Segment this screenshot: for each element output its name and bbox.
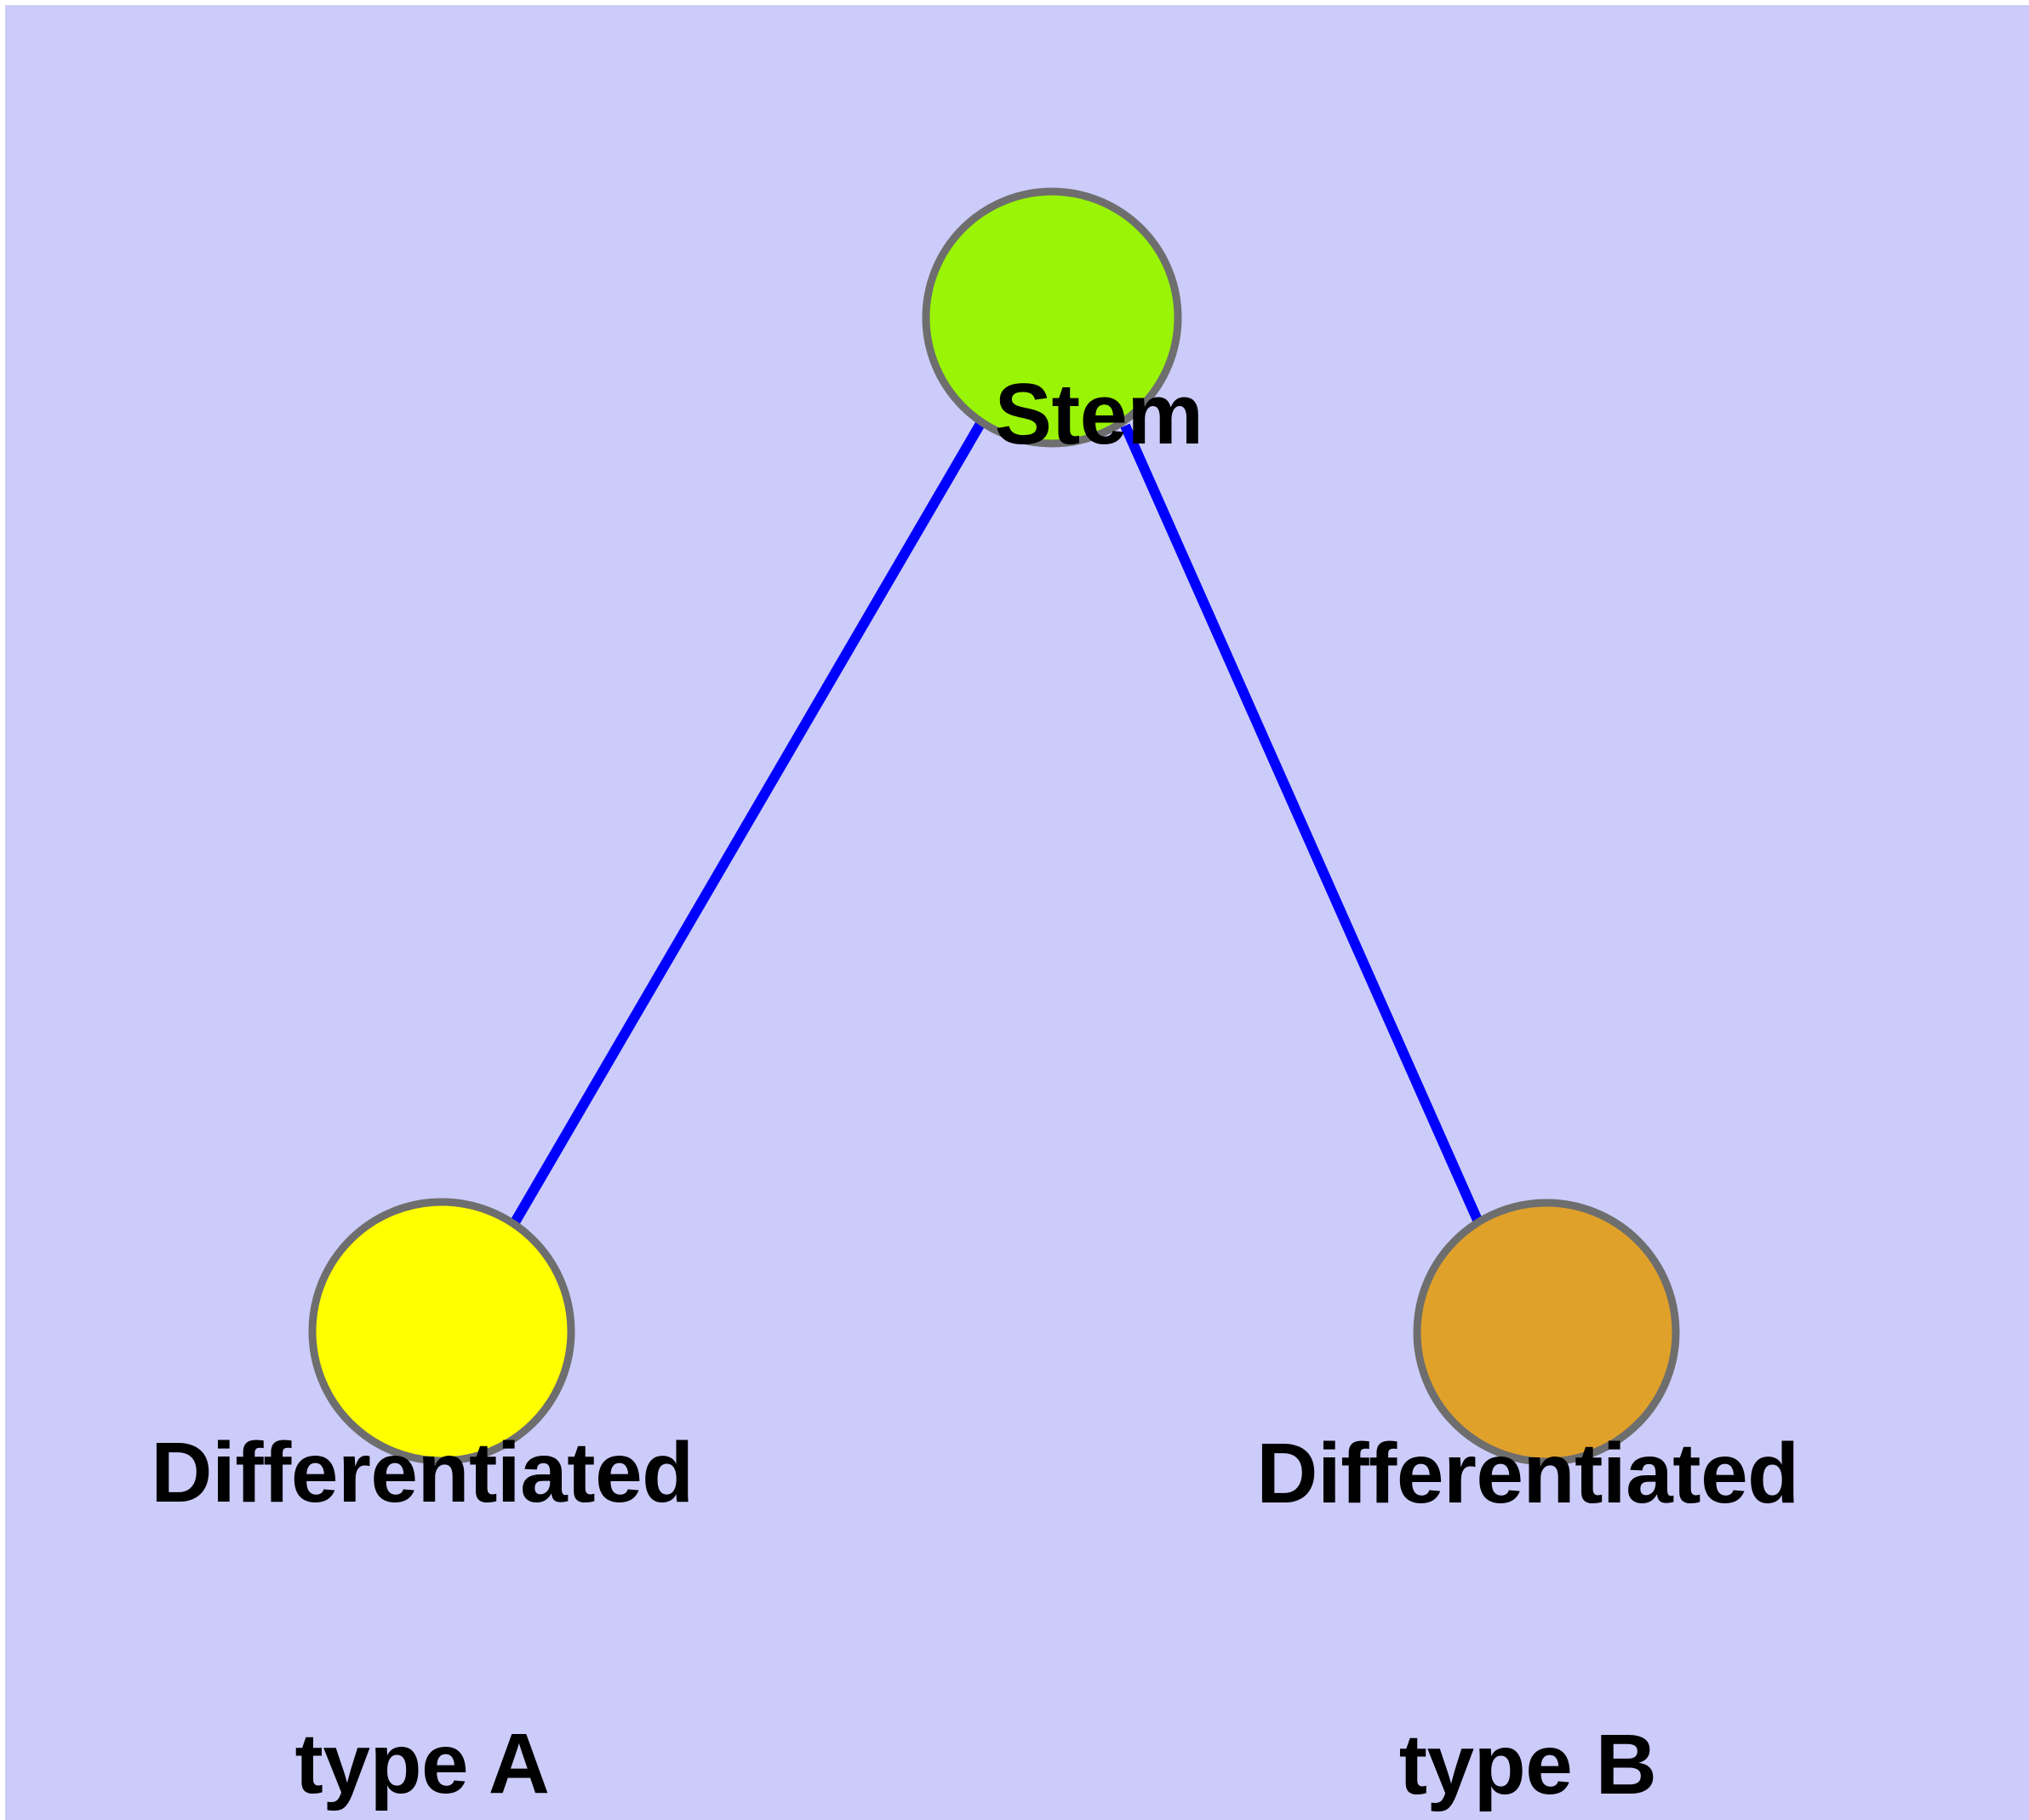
edge-stem-to-diff-b[interactable]	[1120, 423, 1485, 1228]
node-differentiated-type-a[interactable]	[308, 1198, 575, 1465]
node-stem[interactable]	[922, 187, 1182, 448]
edge-layer	[507, 419, 1485, 1230]
node-layer	[308, 187, 1680, 1466]
edge-stem-to-diff-a[interactable]	[507, 419, 986, 1230]
node-differentiated-type-b[interactable]	[1413, 1199, 1680, 1466]
